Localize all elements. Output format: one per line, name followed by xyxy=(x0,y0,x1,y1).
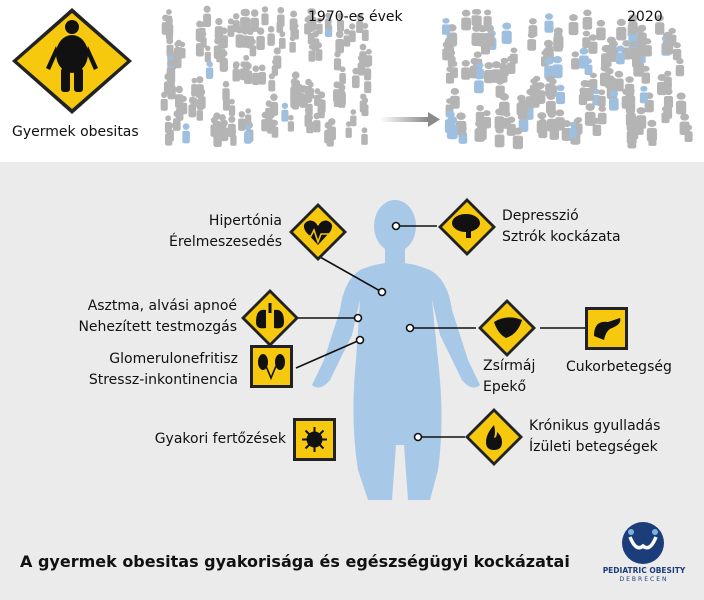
risk-label-line: Hipertónia xyxy=(208,213,282,229)
infographic-title: A gyermek obesitas gyakorisága és egészs… xyxy=(20,552,570,571)
crowd-illustration xyxy=(160,5,693,150)
risk-label-line: Nehezített testmozgás xyxy=(78,319,237,335)
era-label-1970s: 1970-es évek xyxy=(308,9,403,25)
risk-label-line: Sztrók kockázata xyxy=(502,229,621,245)
risk-label-line: Depresszió xyxy=(502,208,579,224)
virus-icon xyxy=(293,418,336,461)
sign-caption: Gyermek obesitas xyxy=(12,124,139,140)
pancreas-icon xyxy=(585,307,628,350)
liver-icon xyxy=(478,299,536,357)
risk-label-line: Asztma, alvási apnoé xyxy=(87,298,237,314)
fire-icon xyxy=(465,408,523,466)
risk-label-depression: Depresszió Sztrók kockázata xyxy=(502,206,621,248)
era-label-2020: 2020 xyxy=(627,9,663,25)
risks-panel xyxy=(0,162,704,600)
risk-label-asthma: Asztma, alvási apnoé Nehezített testmozg… xyxy=(40,296,237,338)
risk-label-line: Epekő xyxy=(483,379,527,395)
lungs-icon xyxy=(241,289,299,347)
kidneys-icon xyxy=(250,345,293,388)
heart-icon xyxy=(289,203,347,261)
connector-dots xyxy=(353,221,423,442)
risk-label-infections: Gyakori fertőzések xyxy=(154,431,286,447)
risk-label-inflammation: Krónikus gyulladás Ízületi betegségek xyxy=(529,416,660,458)
risk-label-line: Glomerulonefritisz xyxy=(109,351,238,367)
logo-line-2: DEBRECEN xyxy=(619,576,669,583)
brain-icon xyxy=(438,198,496,256)
risk-label-fatty-liver: Zsírmáj Epekő xyxy=(483,356,535,398)
risk-label-line: Érelmeszesedés xyxy=(168,234,282,250)
obese-child-icon xyxy=(46,20,98,92)
risk-label-line: Zsírmáj xyxy=(483,358,536,374)
obesity-warning-sign xyxy=(12,8,132,114)
risk-label-hypertension: Hipertónia Érelmeszesedés xyxy=(110,211,282,253)
logo-text: PEDIATRIC OBESITY DEBRECEN xyxy=(598,566,690,584)
risk-label-line: Stressz-inkontinencia xyxy=(88,372,238,388)
logo-line-1: PEDIATRIC OBESITY xyxy=(602,566,686,575)
connector-lines xyxy=(295,225,585,438)
risk-label-line: Krónikus gyulladás xyxy=(529,418,661,434)
risk-label-glomerulonephritis: Glomerulonefritisz Stressz-inkontinencia xyxy=(40,349,238,391)
trend-arrow-icon xyxy=(380,112,440,127)
risk-label-line: Ízületi betegségek xyxy=(529,439,658,455)
risk-label-diabetes: Cukorbetegség xyxy=(566,359,672,375)
